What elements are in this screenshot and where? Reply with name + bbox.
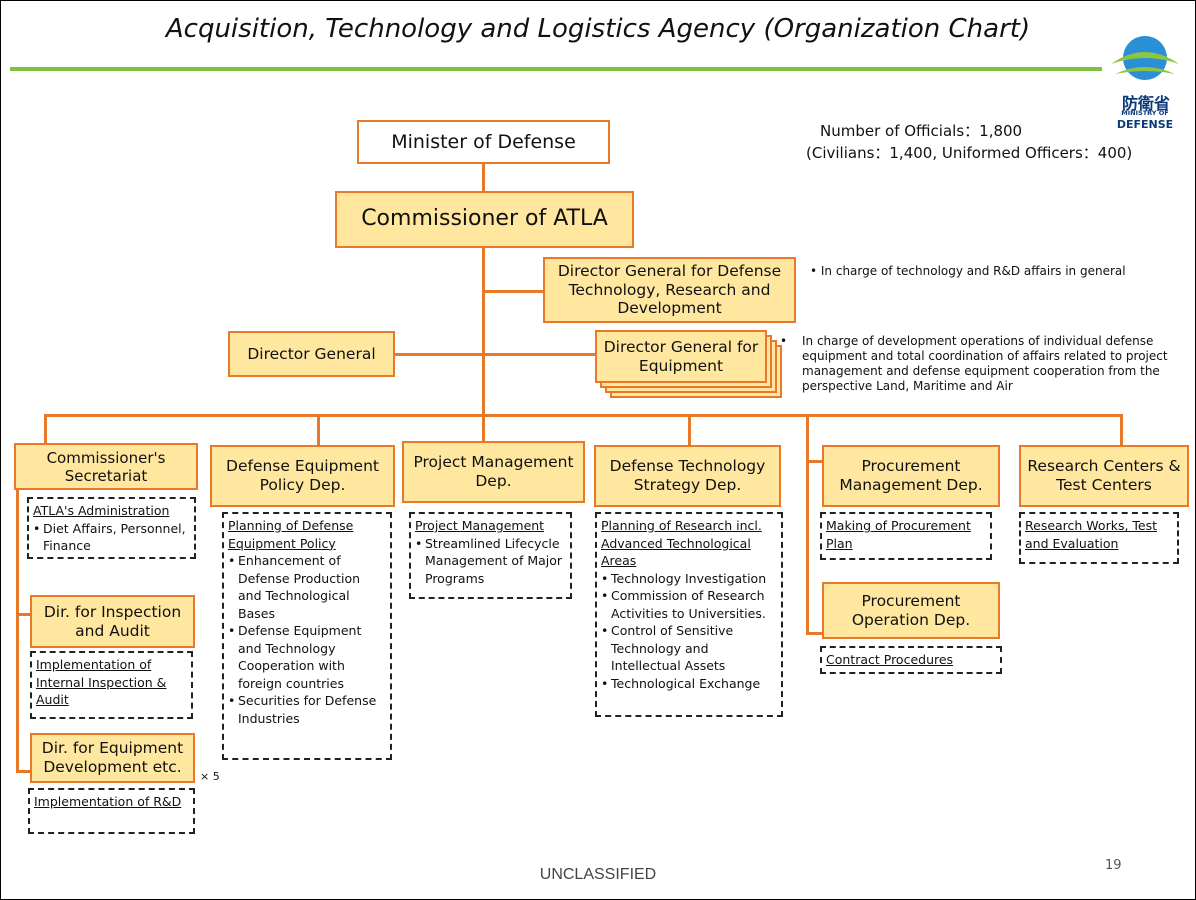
dg-equipment-bullet: • (780, 334, 788, 348)
connector-inspection (16, 613, 30, 616)
detail-heading: Project Management (415, 518, 545, 533)
detail-heading: Implementation of R&D (34, 794, 182, 809)
detail-heading: Research Works, Test and Evaluation (1025, 518, 1158, 551)
detail-item: Technological Exchange (601, 675, 777, 693)
connector-procurement-mgmt (806, 460, 822, 463)
page-number: 19 (1105, 858, 1122, 873)
connector-secretariat (44, 414, 47, 444)
connector-equip-dev (16, 770, 30, 773)
connector-minister (482, 162, 485, 192)
detail-heading: Making of Procurement Plan (826, 518, 971, 551)
node-strategy-dep: Defense Technology Strategy Dep. (594, 445, 781, 507)
node-dg-tech: Director General for Defense Technology,… (543, 257, 796, 323)
connector-research (1120, 414, 1123, 446)
detail-equip-dev: Implementation of R&D (28, 788, 195, 834)
node-procurement-mgmt: Procurement Management Dep. (822, 445, 1000, 507)
detail-heading: Implementation of Internal Inspection & … (36, 657, 167, 707)
connector-procurement (806, 414, 809, 634)
node-secretariat: Commissioner's Secretariat (14, 443, 198, 490)
detail-strategy: Planning of Research incl. Advanced Tech… (595, 512, 783, 717)
detail-heading: Planning of Defense Equipment Policy (228, 518, 354, 551)
node-policy-dep: Defense Equipment Policy Dep. (210, 445, 395, 507)
detail-procurement-op: Contract Procedures (820, 646, 1002, 674)
node-inspection: Dir. for Inspection and Audit (30, 595, 195, 648)
detail-heading: Planning of Research incl. Advanced Tech… (601, 518, 762, 568)
connector-main-trunk (482, 246, 485, 416)
detail-item: Control of Sensitive Technology and Inte… (601, 622, 777, 675)
detail-item: Technology Investigation (601, 570, 777, 588)
node-director-general: Director General (228, 331, 395, 377)
node-commissioner: Commissioner of ATLA (335, 191, 634, 248)
logo-defense-text: DEFENSE (1116, 118, 1174, 131)
detail-project: Project Management Streamlined Lifecycle… (409, 512, 572, 599)
connector-policy (317, 414, 320, 446)
detail-policy: Planning of Defense Equipment Policy Enh… (222, 512, 392, 760)
detail-item: Diet Affairs, Personnel, Finance (33, 520, 190, 555)
classification-footer: UNCLASSIFIED (539, 866, 657, 883)
logo-japanese-text: 防衛省 (1121, 94, 1170, 113)
connector-strategy (688, 414, 691, 446)
node-procurement-op: Procurement Operation Dep. (822, 582, 1000, 639)
node-project-dep: Project Management Dep. (402, 441, 585, 503)
officials-breakdown: (Civilians：1,400, Uniformed Officers：400… (806, 144, 1133, 162)
detail-item: Commission of Research Activities to Uni… (601, 587, 777, 622)
node-equip-dev: Dir. for Equipment Development etc. (30, 733, 195, 783)
connector-horizontal-bar (44, 414, 1122, 417)
logo-emblem-icon (1111, 36, 1179, 80)
officials-total: Number of Officials：1,800 (820, 122, 1023, 140)
connector-procurement-op (806, 632, 822, 635)
detail-item: Securities for Defense Industries (228, 692, 386, 727)
connector-dg-equipment (395, 353, 597, 356)
detail-heading: ATLA's Administration (33, 503, 170, 518)
node-dg-equipment: Director General for Equipment (595, 330, 767, 383)
detail-item: Defense Equipment and Technology Coopera… (228, 622, 386, 692)
detail-procurement-mgmt: Making of Procurement Plan (820, 512, 992, 560)
multiplier-label: × 5 (200, 770, 220, 783)
connector-project (482, 414, 485, 442)
detail-inspection: Implementation of Internal Inspection & … (30, 651, 193, 719)
node-research-centers: Research Centers & Test Centers (1019, 445, 1189, 507)
detail-heading: Contract Procedures (826, 652, 954, 667)
detail-item: Enhancement of Defense Production and Te… (228, 552, 386, 622)
officials-count: Number of Officials：1,800 (Civilians：1,4… (806, 120, 1132, 164)
dg-equipment-note: In charge of development operations of i… (802, 334, 1168, 393)
logo-small-text: MINISTRY OF (1121, 109, 1169, 117)
detail-research: Research Works, Test and Evaluation (1019, 512, 1179, 564)
detail-item: Streamlined Lifecycle Management of Majo… (415, 535, 566, 588)
connector-secretariat-trunk (16, 490, 19, 772)
ministry-logo: 防衛省 MINISTRY OF DEFENSE (1105, 30, 1185, 131)
dg-tech-note: • In charge of technology and R&D affair… (810, 264, 1126, 278)
connector-dg-tech (482, 290, 544, 293)
node-minister: Minister of Defense (357, 120, 610, 164)
title-underline (10, 67, 1102, 71)
slide-title: Acquisition, Technology and Logistics Ag… (165, 14, 1031, 44)
detail-secretariat: ATLA's Administration Diet Affairs, Pers… (27, 497, 196, 559)
